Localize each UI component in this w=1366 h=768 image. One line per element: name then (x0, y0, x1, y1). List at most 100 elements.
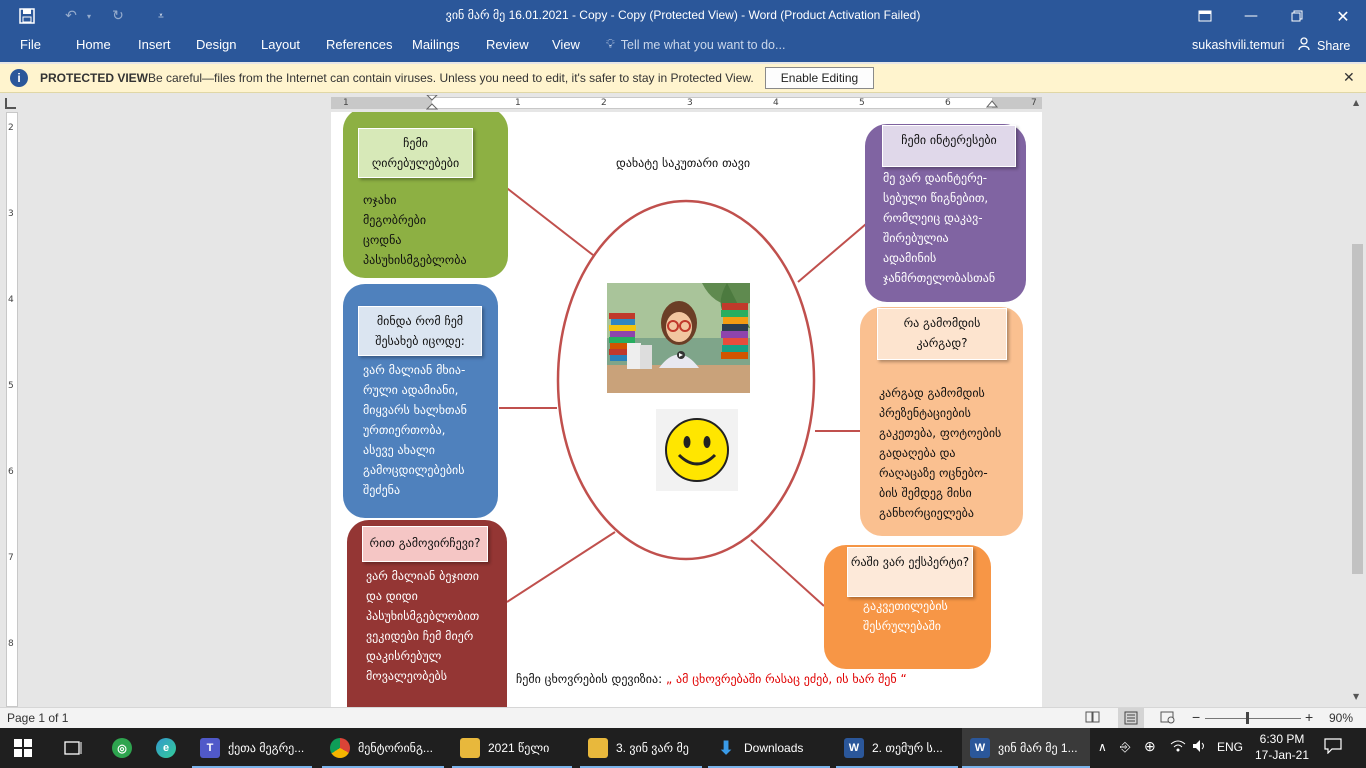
vruler-number: 8 (8, 639, 14, 649)
undo-icon[interactable]: ↶ (65, 8, 77, 24)
save-icon[interactable] (16, 6, 38, 26)
status-bar: Page 1 of 1 − + 90% (0, 707, 1366, 728)
minimize-button[interactable]: — (1244, 8, 1258, 24)
document-page[interactable]: დახატე საკუთარი თავი (331, 112, 1042, 708)
print-layout-icon[interactable] (1118, 708, 1144, 728)
horizontal-ruler[interactable]: 1 1 2 3 4 5 6 7 (331, 95, 1042, 110)
wifi-icon[interactable] (1170, 739, 1186, 756)
lightbulb-icon: 💡︎ (606, 37, 615, 51)
language-indicator[interactable]: ENG (1217, 740, 1244, 754)
folder-icon (588, 738, 608, 758)
web-layout-icon[interactable] (1160, 710, 1176, 727)
title-bar: ↶ ▾ ↻ ⩡ ვინ მარ მე 16.01.2021 - Copy - C… (0, 0, 1366, 32)
ribbon-display-icon[interactable] (1182, 0, 1228, 32)
tell-me-box[interactable]: 💡︎ Tell me what you want to do... (606, 37, 785, 52)
taskbar-label: 3. ვინ ვარ მე (616, 741, 689, 755)
ruler-number: 1 (515, 98, 521, 108)
edge-icon: e (156, 738, 176, 758)
task-view-button[interactable] (56, 728, 82, 768)
tab-home[interactable]: Home (76, 37, 111, 52)
ruler-area: 1 1 2 3 4 5 6 7 (0, 94, 1366, 112)
indent-marker-icon[interactable] (426, 95, 438, 113)
taskbar-edge[interactable]: e (148, 728, 176, 768)
ruler-number: 4 (773, 98, 779, 108)
zoom-out-icon[interactable]: − (1192, 709, 1201, 725)
taskbar-label: ვინ მარ მე 1... (998, 741, 1078, 755)
notifications-icon[interactable] (1324, 738, 1342, 757)
taskbar-folder-2021[interactable]: 2021 წელი (452, 728, 572, 768)
right-indent-marker-icon[interactable] (986, 95, 998, 109)
green-app-icon: ◎ (112, 738, 132, 758)
good-at-text: კარგად გამომდის პრეზენტაციების გაკეთება,… (879, 386, 1002, 520)
stand-out-text: ვარ მალიან ბეჯითი და დიდი პასუხისმგებლობ… (366, 569, 480, 683)
expert-title: რაში ვარ ექსპერტი? (847, 547, 973, 597)
protected-view-bar: i PROTECTED VIEW Be careful—files from t… (0, 64, 1366, 93)
window-title: ვინ მარ მე 16.01.2021 - Copy - Copy (Pro… (445, 8, 921, 22)
protected-view-title: PROTECTED VIEW (40, 71, 149, 85)
read-mode-icon[interactable] (1085, 710, 1101, 727)
tab-insert[interactable]: Insert (138, 37, 171, 52)
smiley-image[interactable] (656, 409, 738, 491)
network-icon[interactable]: ⎆ (1120, 739, 1131, 754)
tell-me-text: Tell me what you want to do... (620, 37, 786, 52)
good-at-title: რა გამომდის კარგად? (877, 308, 1007, 360)
tab-review[interactable]: Review (486, 37, 529, 52)
zoom-level[interactable]: 90% (1329, 711, 1354, 725)
taskbar-label: 2021 წელი (488, 741, 550, 755)
clock[interactable]: 6:30 PM 17-Jan-21 (1254, 731, 1310, 763)
customize-toolbar-icon[interactable]: ⩡ (158, 10, 164, 22)
close-button[interactable]: ✕ (1336, 6, 1350, 26)
vruler-number: 7 (8, 553, 14, 563)
vruler-number: 3 (8, 209, 14, 219)
tab-mailings[interactable]: Mailings (412, 37, 460, 52)
scroll-down-icon[interactable]: ▼ (1353, 692, 1360, 701)
volume-icon[interactable] (1192, 739, 1208, 756)
share-button[interactable]: Share (1298, 37, 1350, 54)
taskbar-folder-who-am-i[interactable]: 3. ვინ ვარ მე (580, 728, 702, 768)
vruler-number: 2 (8, 123, 14, 133)
vertical-scrollbar[interactable]: ▲ ▼ (1350, 94, 1366, 707)
taskbar-teams[interactable]: T ქეთა მეგრე... (192, 728, 312, 768)
page-count[interactable]: Page 1 of 1 (7, 711, 69, 725)
globe-icon[interactable]: ⊕ (1144, 738, 1156, 754)
taskbar-word-active[interactable]: W ვინ მარ მე 1... (962, 728, 1090, 768)
want-title: მინდა რომ ჩემ შესახებ იცოდე: (358, 306, 482, 356)
taskbar-label: Downloads (744, 741, 804, 755)
stand-out-title: რით გამოვირჩევი? (362, 526, 488, 562)
want-text: ვარ მალიან მხია- რული ადამიანი, მიყვარს … (363, 363, 467, 497)
tab-references[interactable]: References (326, 37, 393, 52)
tab-selector-icon[interactable] (5, 98, 16, 109)
ruler-number: 6 (945, 98, 951, 108)
tab-file[interactable]: File (20, 37, 41, 52)
restore-button[interactable] (1274, 0, 1320, 32)
user-name[interactable]: sukashvili.temuri (1192, 38, 1285, 52)
clock-time: 6:30 PM (1259, 732, 1305, 746)
tab-layout[interactable]: Layout (261, 37, 301, 52)
taskbar-downloads[interactable]: ⬇ Downloads (708, 728, 830, 768)
start-button[interactable] (8, 728, 32, 768)
values-title: ჩემი ღირებულებები (358, 128, 473, 178)
person-icon (1298, 37, 1312, 54)
undo-dropdown-icon[interactable]: ▾ (86, 11, 91, 21)
taskbar-chrome[interactable]: მენტორინგ... (322, 728, 444, 768)
interests-title: ჩემი ინტერესები (882, 125, 1016, 167)
taskbar-word-doc-2[interactable]: W 2. თემურ ს... (836, 728, 958, 768)
child-photo[interactable] (607, 283, 750, 393)
enable-editing-button[interactable]: Enable Editing (765, 67, 874, 89)
taskbar-app-green[interactable]: ◎ (104, 728, 132, 768)
zoom-slider-thumb[interactable] (1246, 712, 1249, 724)
show-hidden-icons[interactable]: ∧ (1098, 740, 1107, 754)
redo-icon[interactable]: ↻ (112, 8, 124, 24)
tab-view[interactable]: View (552, 37, 580, 52)
values-text: ოჯახი მეგობრები ცოდნა პასუხისმგებლობა (363, 193, 467, 267)
close-message-icon[interactable]: ✕ (1343, 69, 1355, 85)
taskbar-label: 2. თემურ ს... (872, 741, 943, 755)
scroll-thumb[interactable] (1352, 244, 1363, 574)
scroll-up-icon[interactable]: ▲ (1353, 98, 1360, 107)
folder-icon (460, 738, 480, 758)
zoom-slider[interactable] (1205, 718, 1301, 719)
zoom-in-icon[interactable]: + (1305, 709, 1314, 725)
ruler-number: 1 (343, 98, 349, 108)
tab-design[interactable]: Design (196, 37, 237, 52)
ribbon-tabs: File Home Insert Design Layout Reference… (0, 32, 1366, 62)
